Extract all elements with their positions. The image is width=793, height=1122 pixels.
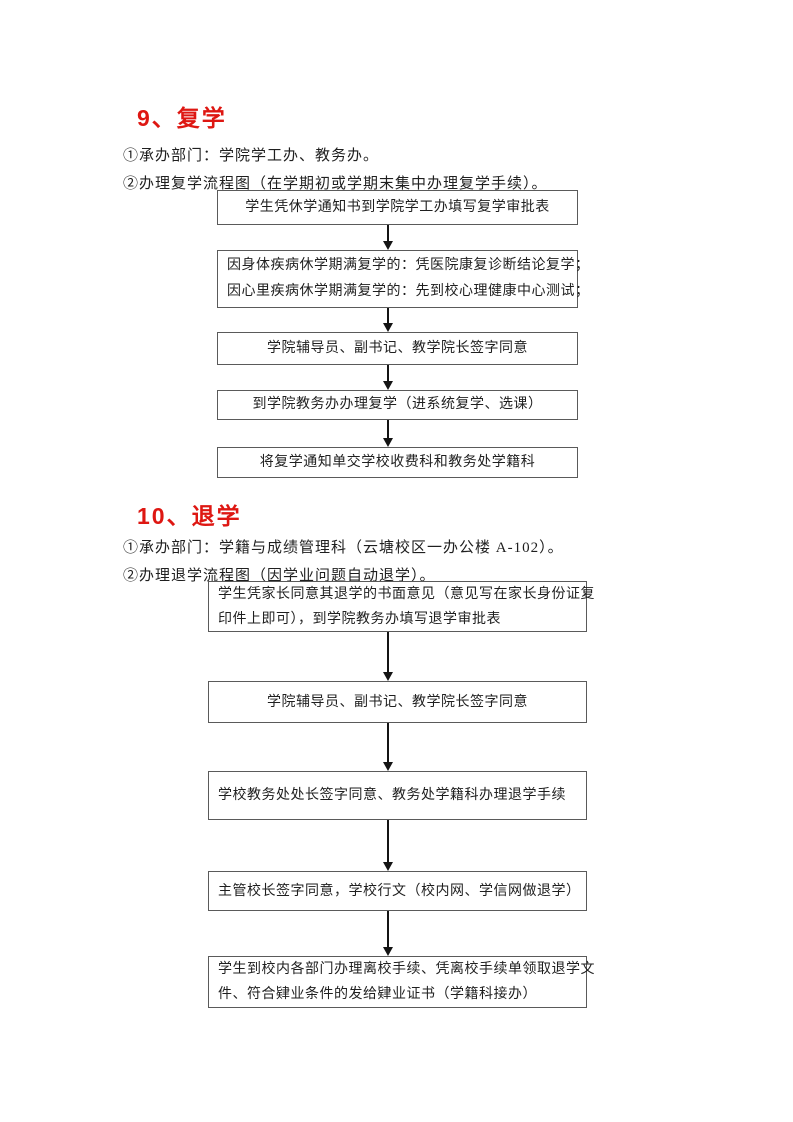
arrow-down-icon xyxy=(382,820,394,871)
arrow-head xyxy=(382,438,393,447)
arrow-head xyxy=(382,862,393,871)
arrow-down-icon xyxy=(382,365,394,390)
section-9-intro-flow-note: ②办理复学流程图（在学期初或学期末集中办理复学手续）。 xyxy=(123,176,548,192)
arrow-shaft xyxy=(386,911,389,948)
flow-step-text: 将复学通知单交学校收费科和教务处学籍科 xyxy=(259,454,536,470)
arrow-head xyxy=(382,947,393,956)
flow-step-text: 件、符合肄业条件的发给肄业证书（学籍科接办） xyxy=(218,987,537,1002)
section-10-intro-department: ①承办部门：学籍与成绩管理科（云塘校区一办公楼 A-102）。 xyxy=(123,540,564,556)
arrow-down-icon xyxy=(382,632,394,681)
arrow-down-icon xyxy=(382,225,394,250)
arrow-head xyxy=(382,762,393,771)
flow-step-text: 因身体疾病休学期满复学的：凭医院康复诊断结论复学； xyxy=(227,258,590,273)
arrow-shaft xyxy=(386,365,389,382)
arrow-head xyxy=(382,323,393,332)
flow-step-text: 学生凭休学通知书到学院学工办填写复学审批表 xyxy=(245,199,550,215)
flow-step-text: 学生凭家长同意其退学的书面意见（意见写在家长身份证复 xyxy=(218,586,595,602)
flow-step-box: 学校教务处处长签字同意、教务处学籍科办理退学手续 xyxy=(208,771,587,820)
arrow-down-icon xyxy=(382,420,394,447)
arrow-shaft xyxy=(386,723,389,763)
flow-step-box: 将复学通知单交学校收费科和教务处学籍科 xyxy=(217,447,578,478)
section-10-heading: 10、退学 xyxy=(137,503,242,529)
arrow-shaft xyxy=(386,225,389,242)
flow-step-box: 学生凭家长同意其退学的书面意见（意见写在家长身份证复 印件上即可），到学院教务办… xyxy=(208,581,595,632)
flow-step-box: 学院辅导员、副书记、教学院长签字同意 xyxy=(217,332,578,365)
flow-step-text: 学院辅导员、副书记、教学院长签字同意 xyxy=(267,340,528,356)
flow-step-text: 学生到校内各部门办理离校手续、凭离校手续单领取退学文 xyxy=(218,962,595,977)
flowchart-resume-study: 学生凭休学通知书到学院学工办填写复学审批表 因身体疾病休学期满复学的：凭医院康复… xyxy=(217,190,589,478)
arrow-shaft xyxy=(386,308,389,324)
arrow-head xyxy=(382,381,393,390)
flow-step-text: 印件上即可），到学院教务办填写退学审批表 xyxy=(218,611,501,627)
flow-step-box: 学生凭休学通知书到学院学工办填写复学审批表 xyxy=(217,190,578,225)
flow-step-text: 到学院教务办办理复学（进系统复学、选课） xyxy=(252,397,543,412)
arrow-shaft xyxy=(386,632,389,673)
arrow-shaft xyxy=(386,820,389,863)
arrow-head xyxy=(382,241,393,250)
flow-step-box: 因身体疾病休学期满复学的：凭医院康复诊断结论复学； 因心里疾病休学期满复学的：先… xyxy=(217,250,589,308)
flow-step-text: 学校教务处处长签字同意、教务处学籍科办理退学手续 xyxy=(218,788,566,803)
flow-step-text: 学院辅导员、副书记、教学院长签字同意 xyxy=(267,694,528,710)
flow-step-text: 主管校长签字同意，学校行文（校内网、学信网做退学） xyxy=(218,883,581,899)
arrow-down-icon xyxy=(382,723,394,771)
flow-step-box: 主管校长签字同意，学校行文（校内网、学信网做退学） xyxy=(208,871,587,911)
arrow-shaft xyxy=(386,420,389,439)
arrow-head xyxy=(382,672,393,681)
section-10-intro-flow-note: ②办理退学流程图（因学业问题自动退学）。 xyxy=(123,568,436,584)
arrow-down-icon xyxy=(382,911,394,956)
section-9-heading: 9、复学 xyxy=(137,105,227,131)
flow-step-box: 学院辅导员、副书记、教学院长签字同意 xyxy=(208,681,587,723)
flow-step-box: 学生到校内各部门办理离校手续、凭离校手续单领取退学文 件、符合肄业条件的发给肄业… xyxy=(208,956,595,1008)
flow-step-box: 到学院教务办办理复学（进系统复学、选课） xyxy=(217,390,578,420)
arrow-down-icon xyxy=(382,308,394,332)
section-9-intro-department: ①承办部门：学院学工办、教务办。 xyxy=(123,148,380,164)
flow-step-text: 因心里疾病休学期满复学的：先到校心理健康中心测试； xyxy=(227,284,590,299)
flowchart-withdrawal: 学生凭家长同意其退学的书面意见（意见写在家长身份证复 印件上即可），到学院教务办… xyxy=(208,581,595,1008)
